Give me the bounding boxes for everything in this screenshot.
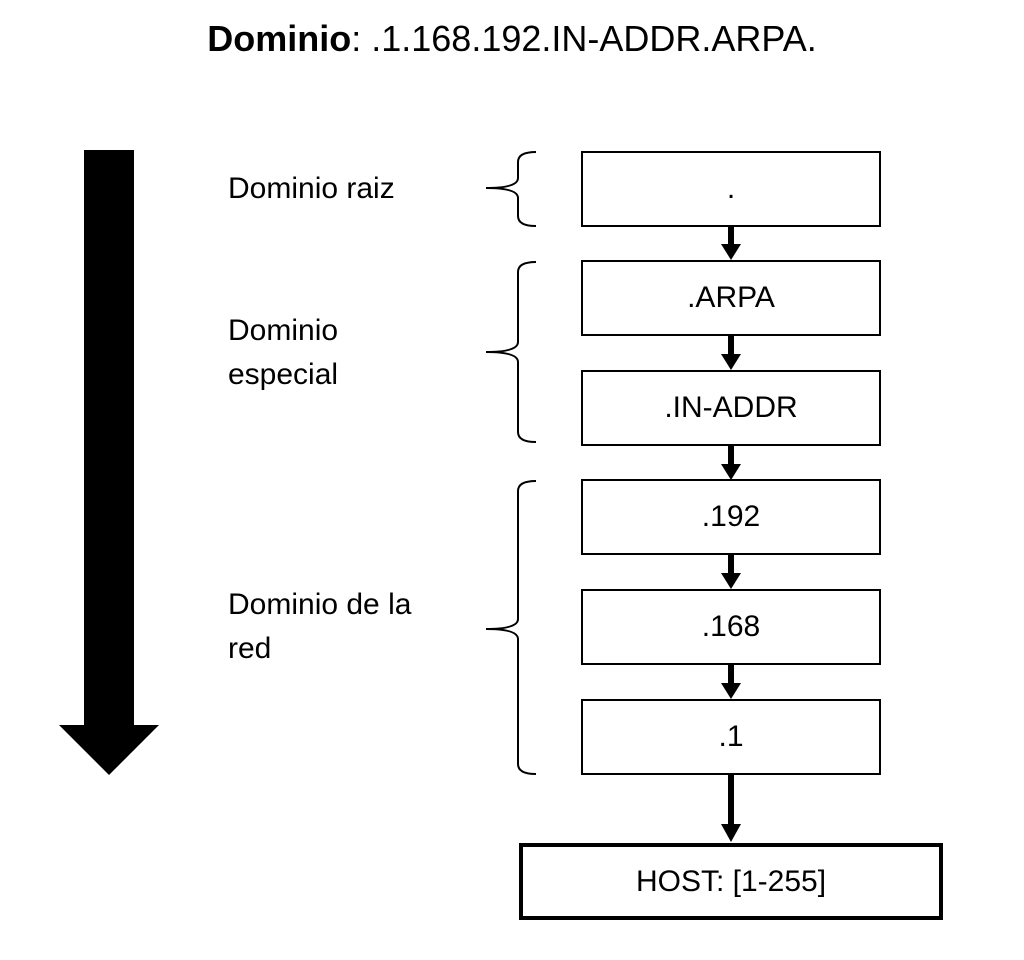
node-root: . [581, 151, 881, 227]
label-line: Dominio de la [228, 588, 412, 621]
node-in-addr: .IN-ADDR [581, 370, 881, 446]
bracket-special [485, 261, 537, 443]
connector-arrow [721, 336, 741, 370]
bracket-root [485, 151, 537, 227]
label-line: Dominio [228, 314, 339, 347]
host-box: HOST: [1-255] [519, 843, 943, 920]
label-line: especial [228, 358, 339, 391]
bracket-network [485, 480, 537, 775]
node-192: .192 [581, 479, 881, 555]
direction-arrow [59, 150, 159, 775]
group-label-root: Dominio raiz [228, 167, 395, 211]
node-168: .168 [581, 589, 881, 665]
connector-arrow [721, 227, 741, 260]
label-line: Dominio raiz [228, 172, 395, 205]
label-line: red [228, 632, 272, 665]
title-rest: : .1.168.192.IN-ADDR.ARPA. [351, 18, 817, 59]
title-bold: Dominio [207, 18, 352, 59]
node-1: .1 [581, 699, 881, 775]
node-arpa: .ARPA [581, 260, 881, 336]
group-label-special: Dominio especial [228, 309, 338, 397]
connector-arrow [721, 775, 741, 842]
diagram-title: Dominio: .1.168.192.IN-ADDR.ARPA. [0, 14, 1024, 64]
connector-arrow [721, 555, 741, 589]
connector-arrow [721, 446, 741, 480]
connector-arrow [721, 665, 741, 699]
group-label-network: Dominio de la red [228, 583, 411, 671]
